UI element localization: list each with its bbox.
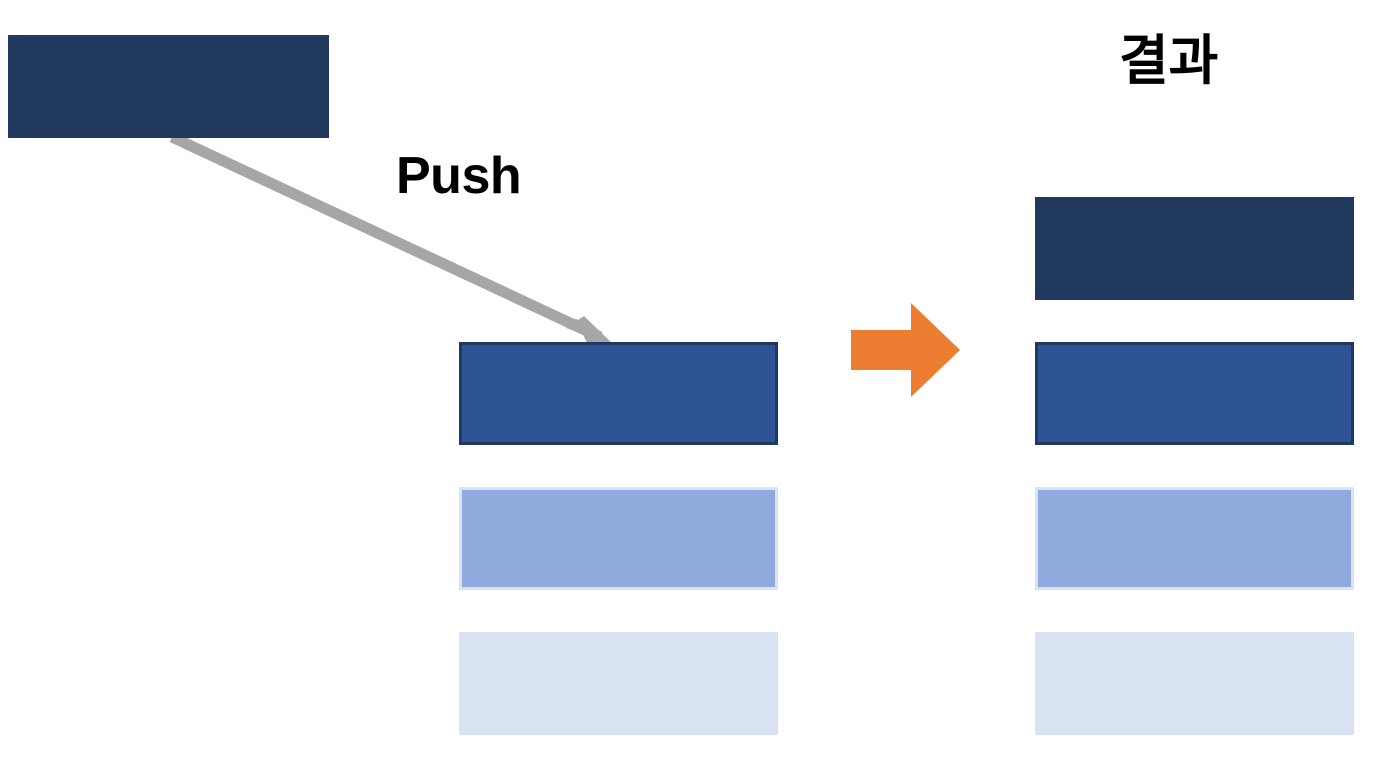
transform-arrow	[851, 303, 960, 397]
stack-after-item-3	[1035, 632, 1354, 735]
stack-before-item-0	[459, 342, 778, 445]
push-arrow-head-lower	[566, 316, 614, 345]
stack-before-item-2	[459, 632, 778, 735]
push-arrow	[169, 132, 614, 345]
stack-before-item-1	[459, 487, 778, 590]
stack-after-item-2	[1035, 487, 1354, 590]
result-label: 결과	[1119, 31, 1219, 91]
incoming-element-block	[8, 35, 329, 138]
push-label: Push	[396, 147, 522, 205]
stack-after-item-1	[1035, 342, 1354, 445]
stack-after-item-0	[1035, 197, 1354, 300]
push-arrow-shaft	[169, 132, 603, 342]
push-arrow-head	[575, 318, 614, 345]
